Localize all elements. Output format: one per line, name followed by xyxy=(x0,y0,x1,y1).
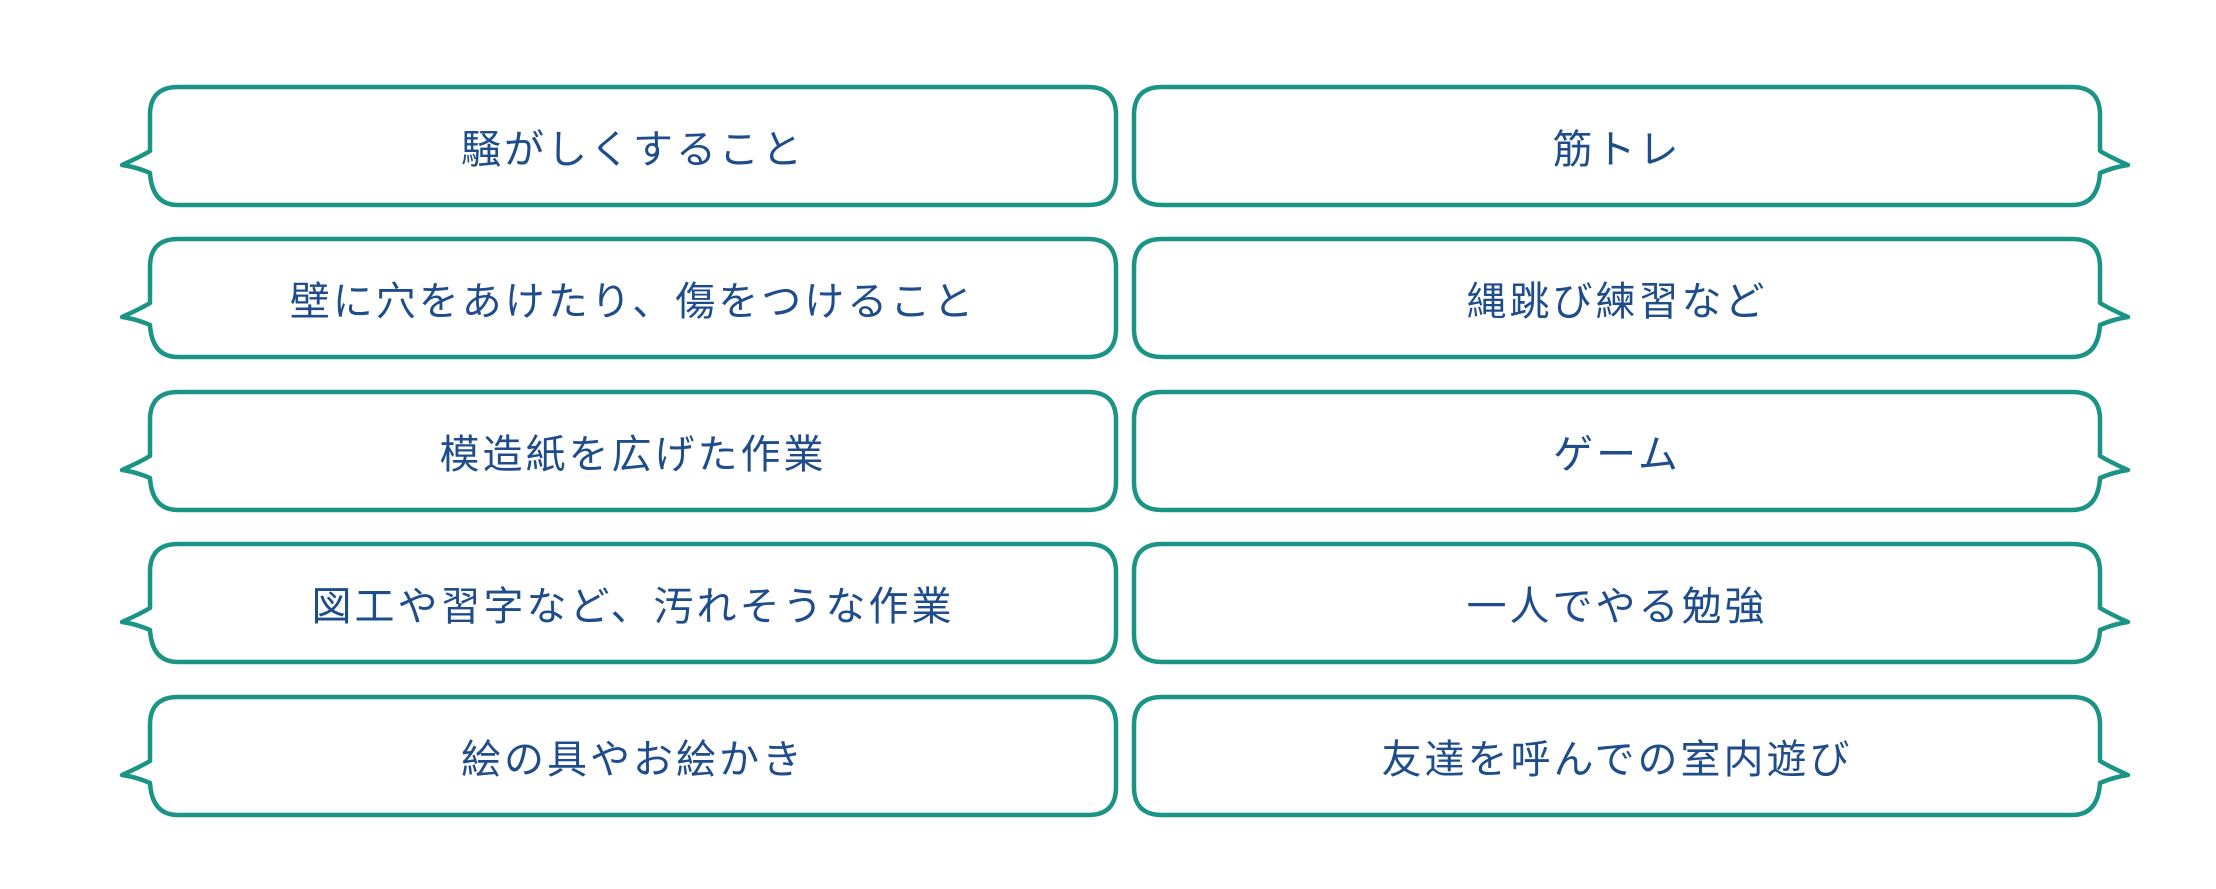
right-bubble-label: 一人でやる勉強 xyxy=(1466,584,1768,630)
right-bubble-label: ゲーム xyxy=(1553,432,1681,478)
left-bubble-1: 騒がしくすること xyxy=(119,84,1119,208)
left-bubble-label: 壁に穴をあけたり、傷をつけること xyxy=(289,279,977,325)
left-bubble-5: 絵の具やお絵かき xyxy=(119,694,1119,818)
right-bubble-shape xyxy=(1131,84,2131,208)
left-bubble-shape xyxy=(119,541,1119,665)
left-bubble-2: 壁に穴をあけたり、傷をつけること xyxy=(119,236,1119,360)
right-bubble-1: 筋トレ xyxy=(1131,84,2131,208)
left-bubble-shape xyxy=(119,236,1119,360)
left-bubble-3: 模造紙を広げた作業 xyxy=(119,389,1119,513)
left-bubble-shape xyxy=(119,84,1119,208)
left-bubble-shape xyxy=(119,694,1119,818)
right-bubble-shape xyxy=(1131,236,2131,360)
right-bubble-3: ゲーム xyxy=(1131,389,2131,513)
right-bubble-5: 友達を呼んでの室内遊び xyxy=(1131,694,2131,818)
left-bubble-label: 絵の具やお絵かき xyxy=(461,737,805,783)
right-bubble-label: 友達を呼んでの室内遊び xyxy=(1381,737,1853,783)
right-bubble-label: 筋トレ xyxy=(1552,127,1682,173)
right-bubble-2: 縄跳び練習など xyxy=(1131,236,2131,360)
left-bubble-shape xyxy=(119,389,1119,513)
right-bubble-shape xyxy=(1131,389,2131,513)
right-bubble-label: 縄跳び練習など xyxy=(1466,279,1768,325)
left-bubble-label: 図工や習字など、汚れそうな作業 xyxy=(311,584,955,630)
right-bubble-shape xyxy=(1131,541,2131,665)
left-bubble-4: 図工や習字など、汚れそうな作業 xyxy=(119,541,1119,665)
left-bubble-label: 模造紙を広げた作業 xyxy=(439,432,827,478)
left-bubble-label: 騒がしくすること xyxy=(461,127,805,173)
right-bubble-shape xyxy=(1131,694,2131,818)
right-bubble-4: 一人でやる勉強 xyxy=(1131,541,2131,665)
